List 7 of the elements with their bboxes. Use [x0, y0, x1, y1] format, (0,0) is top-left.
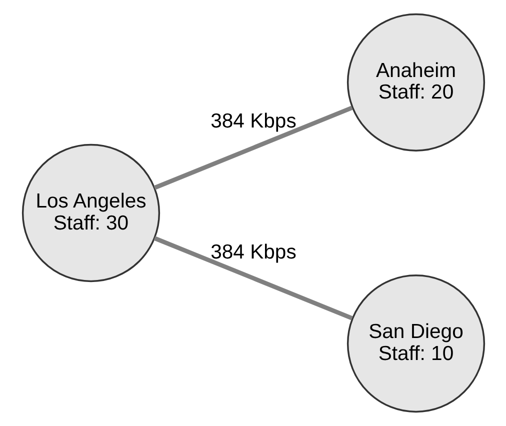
- connector: [153, 106, 352, 190]
- node-circle: San Diego Staff: 10: [346, 274, 485, 413]
- edge-label: 384 Kbps: [210, 241, 296, 264]
- connector: [153, 236, 352, 320]
- node-circle: Los Angeles Staff: 30: [21, 144, 160, 282]
- node-circle: Anaheim Staff: 20: [346, 13, 485, 152]
- edge-label: 384 Kbps: [210, 110, 296, 133]
